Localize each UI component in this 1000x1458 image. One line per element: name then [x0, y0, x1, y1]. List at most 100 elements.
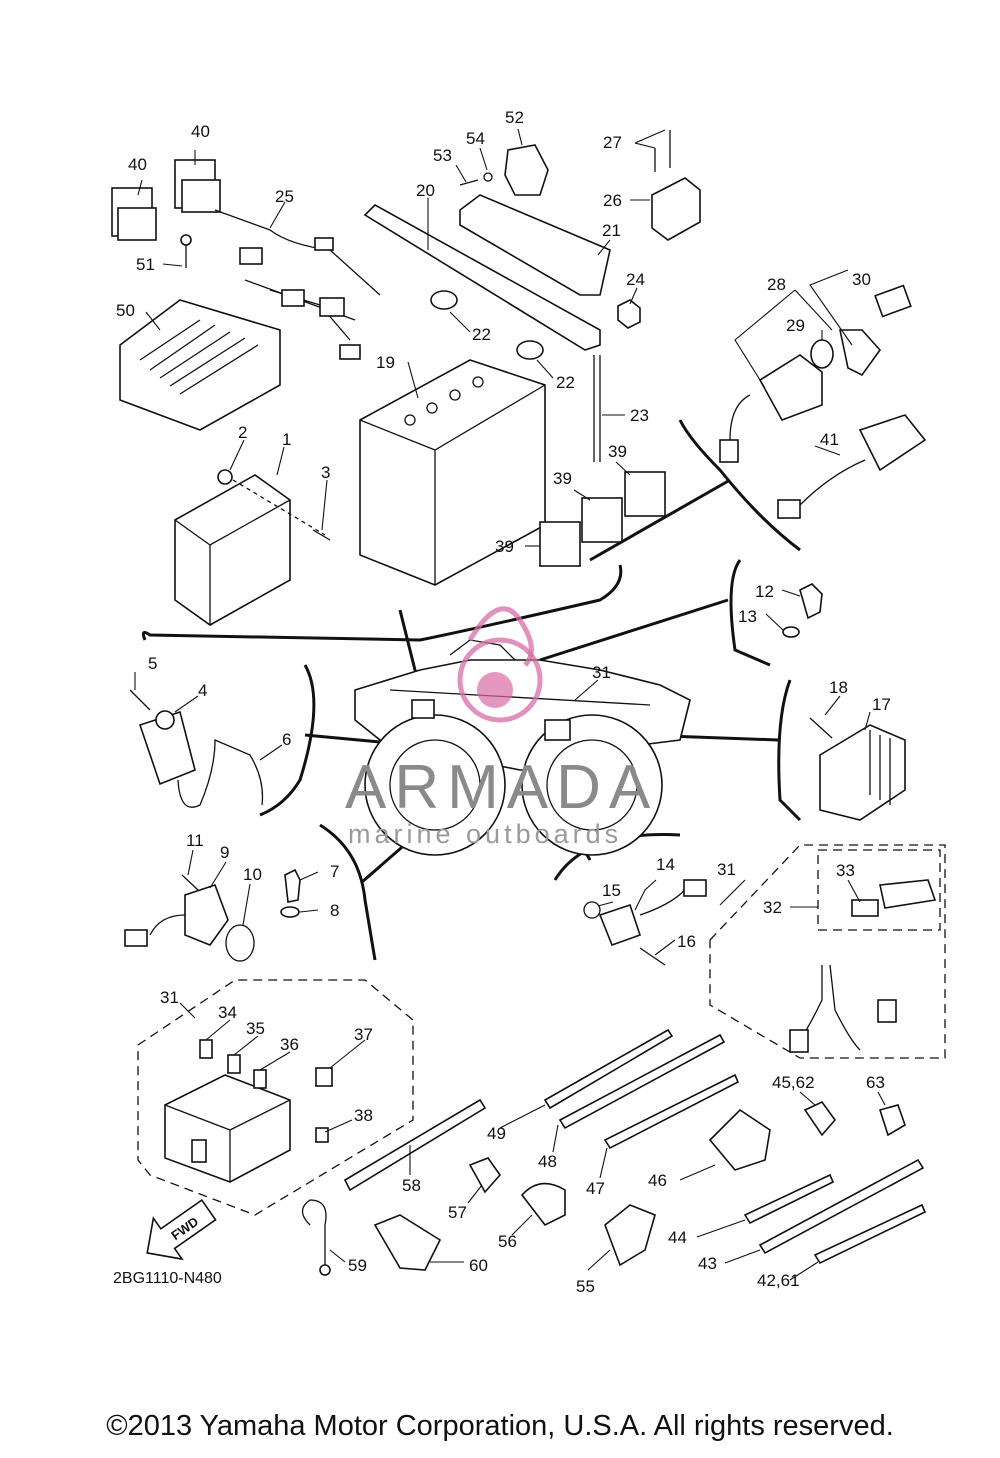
sensor-14: [598, 879, 707, 947]
clamp-46: [708, 1108, 771, 1171]
relay-40-lower: [111, 187, 157, 241]
battery-cover-21: [459, 194, 611, 296]
relay-39-b: [581, 497, 623, 543]
callout-label: 16: [677, 932, 696, 951]
socket-41: [777, 414, 927, 519]
battery-19: [359, 359, 546, 586]
callout-label: 20: [416, 181, 435, 200]
o-ring-10: [225, 924, 255, 962]
screw-11: [181, 874, 199, 891]
relay-52: [504, 144, 549, 196]
callout-label: 26: [603, 191, 622, 210]
ignition-coil-4: [138, 710, 264, 808]
callout-label: 30: [852, 270, 871, 289]
fuse-holder-33: [851, 879, 937, 917]
callout-label: 39: [495, 537, 514, 556]
cable-tie-58: [343, 1098, 487, 1192]
callout-label: 22: [472, 325, 491, 344]
callout-label: 5: [148, 654, 157, 673]
callout-label: 29: [786, 316, 805, 335]
bolt-18: [809, 717, 833, 739]
callout-label: 32: [763, 898, 782, 917]
keys-30: [839, 284, 912, 377]
callout-label: 57: [448, 1203, 467, 1222]
fuse-35: [227, 1054, 241, 1074]
cable-tie-47: [603, 1073, 740, 1150]
callout-label: 53: [433, 146, 452, 165]
callout-label: 39: [608, 442, 627, 461]
relay-40-upper: [174, 159, 221, 213]
ecu-50: [119, 247, 361, 431]
callout-label: 35: [246, 1019, 265, 1038]
battery-band-20: [363, 204, 601, 351]
callout-label: 13: [738, 607, 757, 626]
gasket-8: [280, 906, 300, 918]
clamp-55: [604, 1204, 656, 1267]
callout-label: 50: [116, 301, 135, 320]
fuse-38: [315, 1127, 329, 1143]
callout-label: 31: [592, 663, 611, 682]
fuse-37: [315, 1067, 333, 1087]
callout-label: 51: [136, 255, 155, 274]
pickup-coil-9: [124, 883, 229, 947]
fuse-box-group-outline: [137, 979, 414, 1216]
clamp-60: [373, 1214, 442, 1271]
damper-22-b: [516, 340, 544, 360]
callout-label: 48: [538, 1152, 557, 1171]
collar-2: [217, 469, 233, 485]
callout-label: 52: [505, 108, 524, 127]
callout-label: 17: [872, 695, 891, 714]
callout-labels: 1 2 3 4 5 6 7 8 9 10 11 12 13 14 15 16 1…: [116, 108, 891, 1296]
sub-harness-group-outline: [709, 844, 946, 1059]
bolt-5: [129, 689, 151, 711]
callout-label: 47: [586, 1179, 605, 1198]
damper-22-a: [430, 290, 458, 310]
callout-label: 10: [243, 865, 262, 884]
callout-label: 1: [282, 430, 291, 449]
callout-label: 43: [698, 1254, 717, 1273]
callout-label: 3: [321, 463, 330, 482]
callout-label: 42,61: [757, 1271, 800, 1290]
callout-label: 25: [275, 187, 294, 206]
fuse-36: [253, 1069, 267, 1089]
callout-label: 55: [576, 1277, 595, 1296]
callout-label: 54: [466, 129, 485, 148]
callout-label: 46: [648, 1171, 667, 1190]
sensor-7: [284, 868, 301, 903]
bolt-16: [639, 947, 666, 966]
callout-label: 24: [626, 270, 645, 289]
callout-label: 58: [402, 1176, 421, 1195]
nut-29: [810, 339, 834, 369]
callout-label: 23: [630, 406, 649, 425]
o-ring-15: [583, 901, 601, 919]
callout-label: 7: [330, 862, 339, 881]
relay-39-a: [624, 471, 666, 517]
callout-label: 9: [220, 843, 229, 862]
callout-label: 8: [330, 901, 339, 920]
callout-label: 27: [603, 133, 622, 152]
callout-label: 56: [498, 1232, 517, 1251]
callout-label: 41: [820, 430, 839, 449]
fuse-box: [164, 1074, 291, 1183]
callout-label: 31: [717, 860, 736, 879]
callout-label: 38: [354, 1106, 373, 1125]
clamp-63: [878, 1104, 906, 1137]
callout-label: 36: [280, 1035, 299, 1054]
callout-label: 44: [668, 1228, 687, 1247]
callout-label: 31: [160, 988, 179, 1007]
watermark-name: ARMADA: [345, 753, 658, 822]
cable-tie-44: [743, 1173, 835, 1225]
callout-label: 33: [836, 861, 855, 880]
bolt-27: [654, 130, 671, 172]
clamp-56: [520, 1182, 566, 1227]
callout-label: 6: [282, 730, 291, 749]
callout-label: 40: [191, 122, 210, 141]
rectifier-17: [819, 724, 906, 821]
callout-label: 4: [198, 681, 207, 700]
callout-label: 39: [553, 469, 572, 488]
callout-label: 22: [556, 373, 575, 392]
callout-label: 21: [602, 221, 621, 240]
lead-25-connector: [314, 237, 334, 251]
cable-tie-42-61: [813, 1203, 927, 1265]
